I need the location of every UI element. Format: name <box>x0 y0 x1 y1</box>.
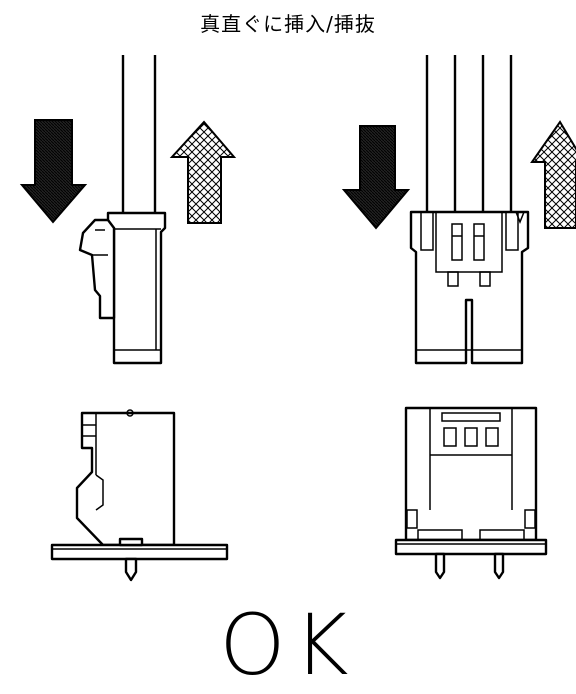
arrow-down-icon <box>341 125 411 230</box>
cable <box>425 55 513 213</box>
arrow-up-hatched-icon <box>530 120 576 229</box>
header-receptacle <box>50 409 229 582</box>
cable <box>121 55 157 213</box>
left-insertion-view <box>19 55 237 582</box>
arrow-down-icon <box>19 119 88 224</box>
plug-housing <box>78 211 167 365</box>
instruction-title: 真直ぐに挿入/挿抜 <box>200 12 376 36</box>
right-insertion-view <box>341 55 576 580</box>
ok-label: OK <box>219 596 357 694</box>
header-receptacle <box>394 406 548 580</box>
plug-housing <box>409 210 530 365</box>
arrow-up-hatched-icon <box>169 120 237 224</box>
